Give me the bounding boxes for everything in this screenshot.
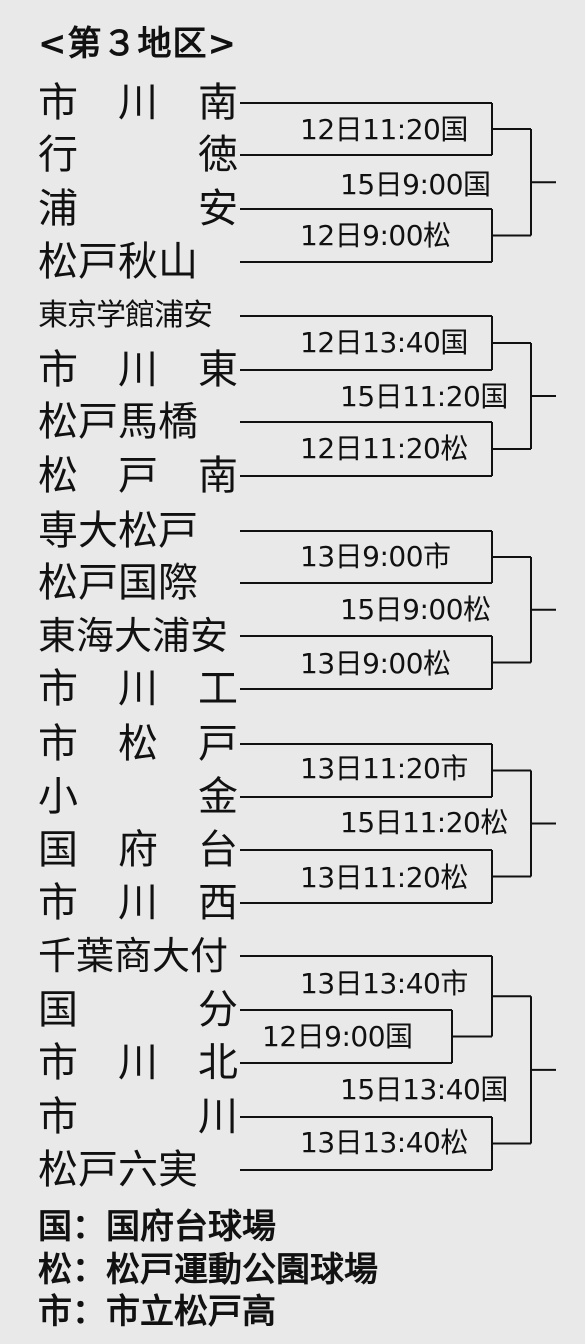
team-19: 市 川 北 (38, 1040, 238, 1086)
game-label: 12日11:20松 (298, 432, 470, 466)
team-20: 市 川 (38, 1094, 238, 1140)
game-label: 13日13:40松 (298, 1126, 470, 1160)
game-label: 13日11:20松 (298, 861, 470, 895)
team-4: 松戸秋山 (38, 239, 198, 285)
team-15: 国 府 台 (38, 827, 238, 873)
game-label: 12日9:00松 (298, 219, 453, 253)
legend-kokufudai: 国：国府台球場 (38, 1207, 276, 1247)
game-label: 13日9:00松 (298, 647, 453, 681)
team-9: 専大松戸 (38, 508, 198, 554)
final-label: 15日9:00国 (338, 168, 493, 202)
game-label: 13日11:20市 (298, 752, 470, 786)
final-label: 15日11:20国 (338, 380, 510, 414)
game-label: 13日9:00市 (298, 540, 453, 574)
team-2: 行 徳 (38, 132, 238, 178)
team-16: 市 川 西 (38, 880, 238, 926)
team-3: 浦 安 (38, 186, 238, 232)
team-6: 市 川 東 (38, 347, 238, 393)
game-label: 12日9:00国 (260, 1020, 415, 1054)
team-17: 千葉商大付 (38, 934, 229, 978)
team-12: 市 川 工 (38, 666, 238, 712)
legend-matsudo-undo: 松：松戸運動公園球場 (38, 1250, 378, 1290)
team-18: 国 分 (38, 987, 238, 1033)
team-10: 松戸国際 (38, 560, 198, 606)
final-label: 15日13:40国 (338, 1073, 510, 1107)
team-1: 市 川 南 (38, 80, 238, 126)
team-5: 東京学館浦安 (38, 298, 213, 333)
team-8: 松 戸 南 (38, 453, 238, 499)
team-14: 小 金 (38, 774, 238, 820)
final-label: 15日11:20松 (338, 806, 510, 840)
game-label: 13日13:40市 (298, 967, 470, 1001)
district-title: <第３地区> (38, 24, 237, 64)
team-7: 松戸馬橋 (38, 399, 198, 445)
game-label: 12日13:40国 (298, 326, 470, 360)
team-13: 市 松 戸 (38, 721, 238, 767)
final-label: 15日9:00松 (338, 593, 493, 627)
game-label: 12日11:20国 (298, 113, 470, 147)
team-11: 東海大浦安 (38, 614, 229, 658)
team-21: 松戸六実 (38, 1147, 198, 1193)
legend-ichiritsu-matsudo: 市：市立松戸高 (38, 1292, 276, 1332)
